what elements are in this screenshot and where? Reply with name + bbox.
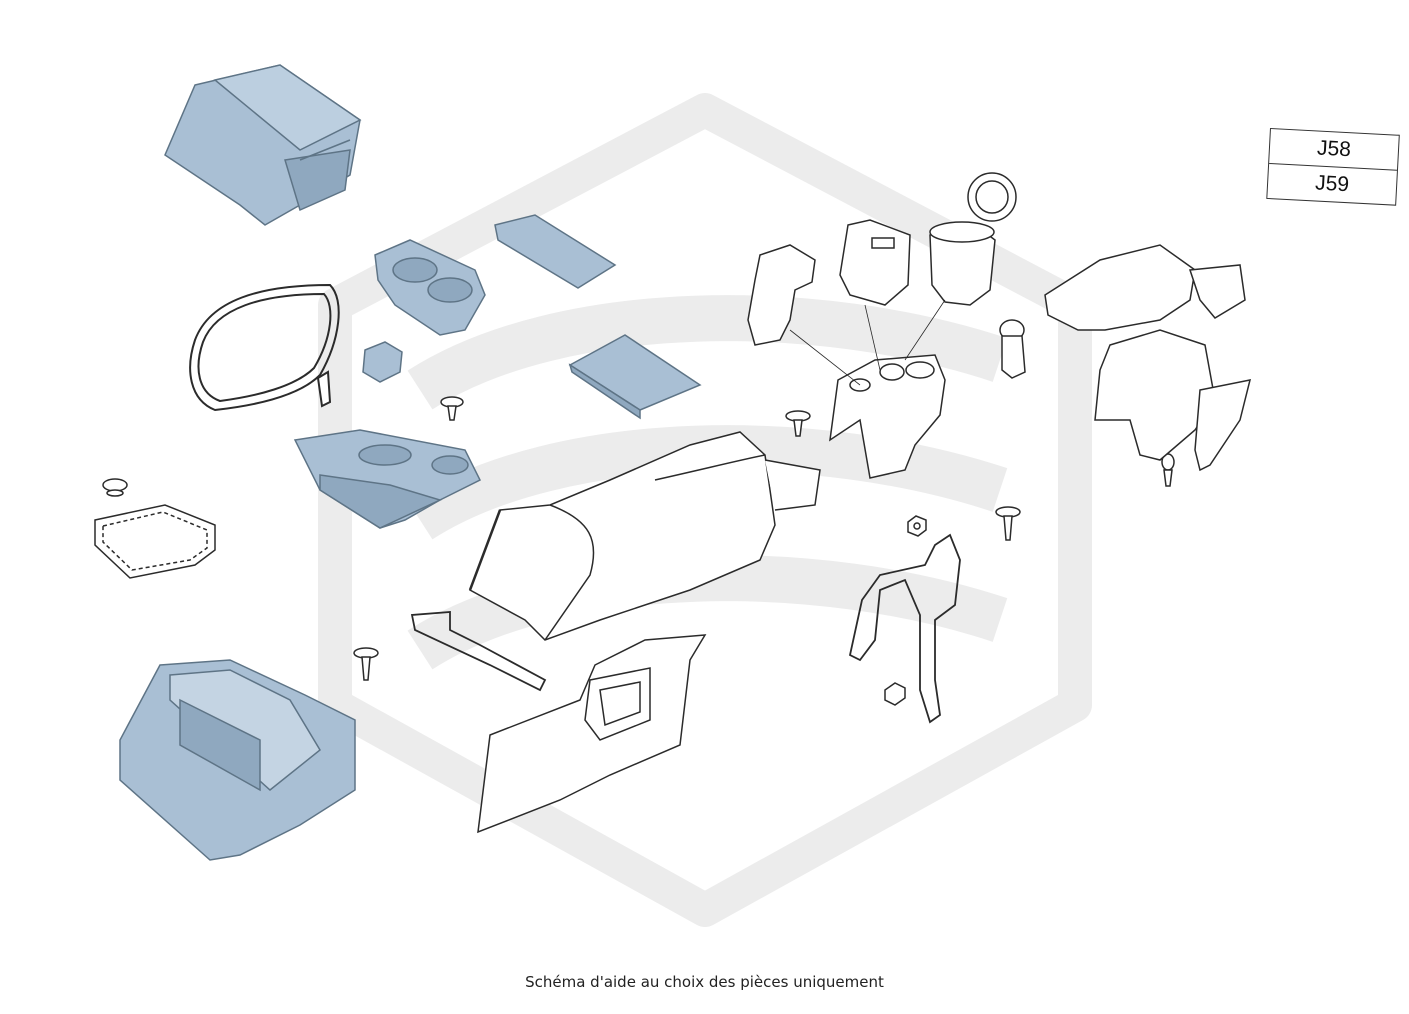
net-pocket-part bbox=[94, 504, 216, 579]
leader-lines bbox=[789, 299, 946, 386]
armrest-assembly-part bbox=[1044, 244, 1252, 472]
fasteners bbox=[102, 396, 1175, 706]
screw-1 bbox=[440, 396, 464, 421]
cover-plate-part bbox=[494, 214, 617, 289]
center-console-body-part bbox=[468, 431, 821, 641]
gear-selector-part bbox=[747, 244, 816, 346]
screw-4 bbox=[353, 647, 379, 681]
part-code-box: J58 J59 bbox=[1266, 128, 1400, 206]
screw-3 bbox=[995, 506, 1021, 541]
cup-holder-insert-part bbox=[374, 239, 486, 336]
lower-front-panel-part bbox=[477, 634, 707, 834]
clip-1 bbox=[102, 478, 128, 497]
bezel-frame-part bbox=[189, 283, 340, 412]
switch-block-part bbox=[839, 219, 911, 306]
console-rear-section-part bbox=[829, 354, 946, 479]
power-outlet-part bbox=[999, 319, 1026, 379]
storage-mat-part bbox=[568, 334, 702, 420]
nut-1 bbox=[907, 515, 927, 537]
nut-2 bbox=[884, 682, 906, 706]
screw-2 bbox=[785, 410, 811, 437]
screw-5 bbox=[1161, 453, 1175, 487]
ashtray-part bbox=[929, 172, 1017, 306]
mounting-bracket-part bbox=[410, 611, 547, 692]
armrest-lid-part bbox=[164, 64, 362, 226]
support-bracket-part bbox=[848, 533, 961, 724]
part-code-j59[interactable]: J59 bbox=[1267, 163, 1397, 205]
diagram-caption: Schéma d'aide au choix des pièces unique… bbox=[525, 973, 884, 991]
storage-box-part bbox=[119, 659, 356, 861]
switch-part bbox=[362, 341, 403, 383]
finisher-panel-part bbox=[293, 429, 482, 529]
